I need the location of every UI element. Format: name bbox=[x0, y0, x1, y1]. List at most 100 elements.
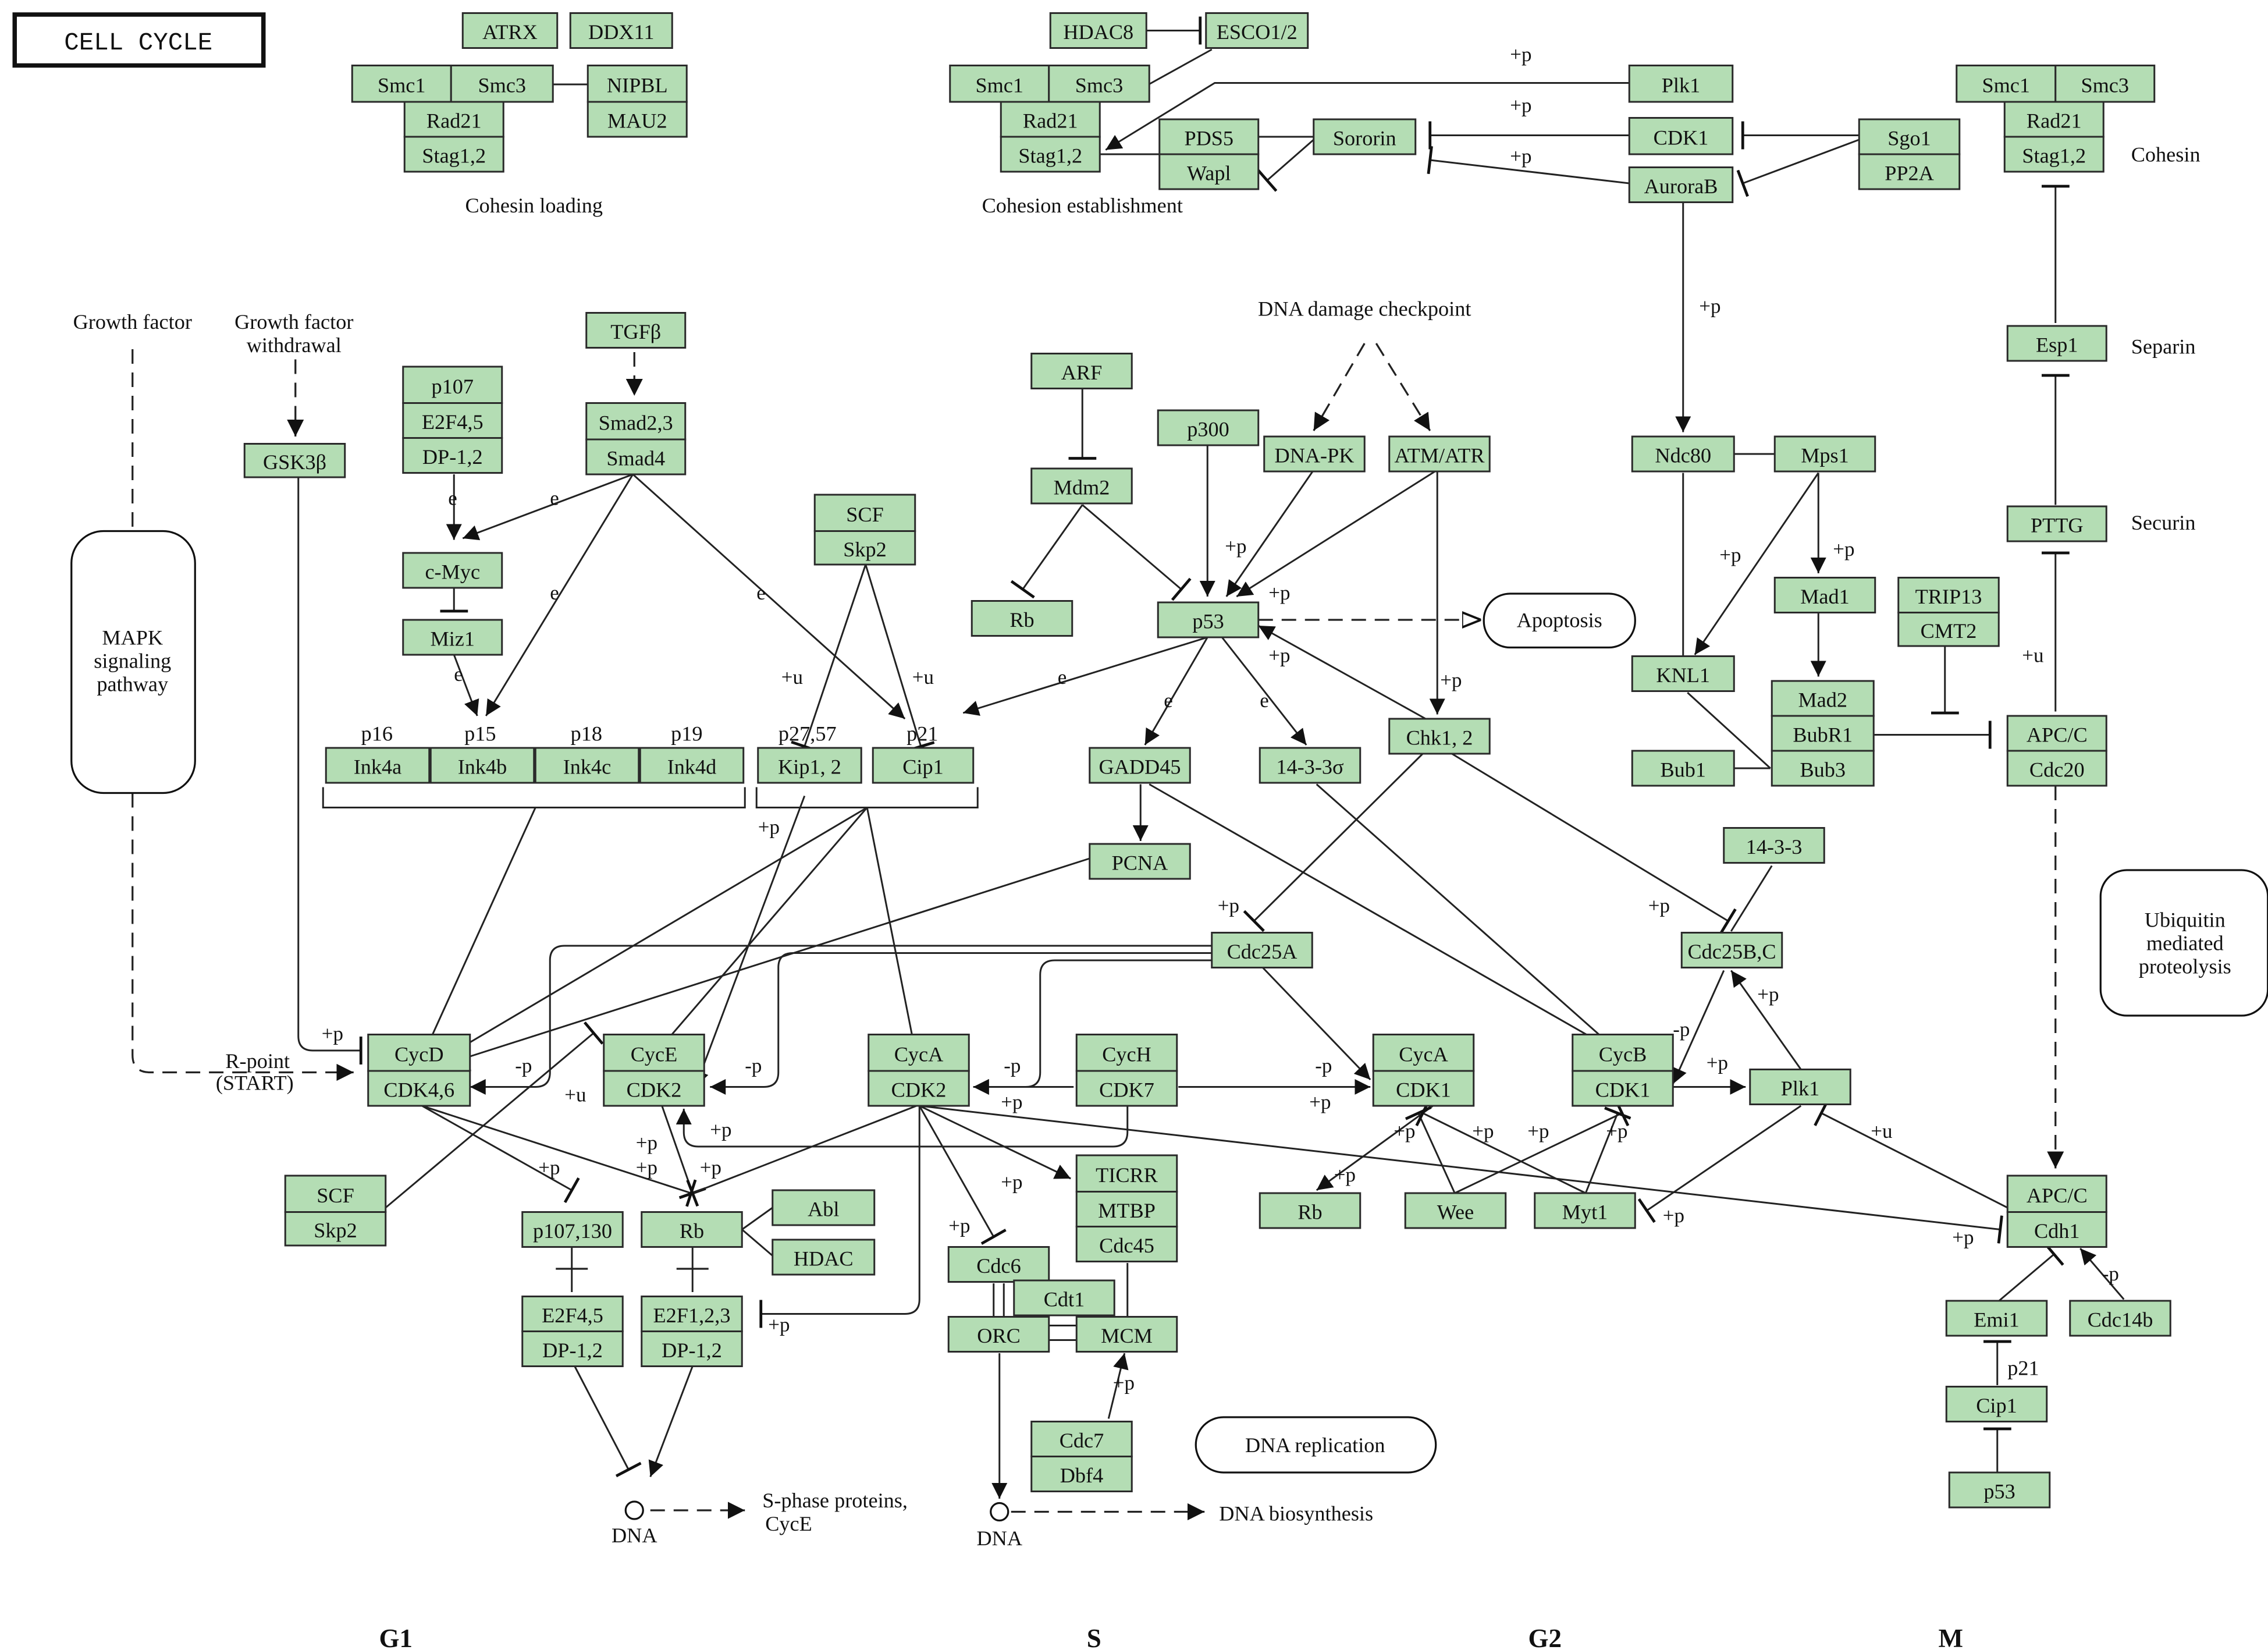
gene-node-mtbp[interactable]: MTBP bbox=[1075, 1191, 1178, 1227]
gene-node-dp12-top[interactable]: DP-1,2 bbox=[402, 437, 503, 474]
gene-node-mau2[interactable]: MAU2 bbox=[586, 101, 688, 138]
gene-node-wapl[interactable]: Wapl bbox=[1158, 153, 1260, 190]
gene-node-e2f45[interactable]: E2F4,5 bbox=[521, 1296, 624, 1332]
gene-node-cdt1[interactable]: Cdt1 bbox=[1013, 1279, 1115, 1317]
gene-node-cdk2-a[interactable]: CDK2 bbox=[868, 1070, 970, 1107]
gene-node-p53-m[interactable]: p53 bbox=[1948, 1471, 2051, 1509]
map-mapk-signaling[interactable]: MAPK signaling pathway bbox=[70, 530, 196, 794]
gene-node-miz1[interactable]: Miz1 bbox=[402, 619, 503, 656]
gene-node-wee[interactable]: Wee bbox=[1404, 1192, 1507, 1229]
gene-node-ink4d[interactable]: Ink4d bbox=[639, 747, 745, 784]
gene-node-pttg[interactable]: PTTG bbox=[2006, 505, 2107, 542]
gene-node-cmt2[interactable]: CMT2 bbox=[1897, 612, 2000, 647]
gene-node-smc3-c[interactable]: Smc3 bbox=[2054, 65, 2156, 103]
gene-node-bubr1[interactable]: BubR1 bbox=[1771, 715, 1875, 752]
gene-node-cyce[interactable]: CycE bbox=[603, 1034, 705, 1072]
dna-compound-g1[interactable] bbox=[624, 1500, 644, 1520]
gene-node-ink4c[interactable]: Ink4c bbox=[534, 747, 640, 784]
gene-node-knl1[interactable]: KNL1 bbox=[1631, 655, 1735, 692]
gene-node-stag-a[interactable]: Stag1,2 bbox=[403, 136, 504, 173]
gene-node-cdc25bc[interactable]: Cdc25B,C bbox=[1680, 932, 1783, 968]
gene-node-skp2-bot[interactable]: Skp2 bbox=[284, 1211, 387, 1247]
gene-node-gsk3b[interactable]: GSK3β bbox=[243, 443, 346, 478]
gene-node-cdc6[interactable]: Cdc6 bbox=[947, 1246, 1050, 1283]
gene-node-abl[interactable]: Abl bbox=[772, 1189, 876, 1226]
gene-node-cdc20[interactable]: Cdc20 bbox=[2006, 750, 2107, 787]
gene-node-dp12-b[interactable]: DP-1,2 bbox=[641, 1330, 743, 1367]
gene-node-smc3-a[interactable]: Smc3 bbox=[450, 65, 554, 103]
gene-node-aurorab[interactable]: AuroraB bbox=[1628, 166, 1734, 203]
gene-node-plk1-m[interactable]: Plk1 bbox=[1749, 1069, 1851, 1105]
gene-node-ticrr[interactable]: TICRR bbox=[1075, 1154, 1178, 1193]
gene-node-cdk7[interactable]: CDK7 bbox=[1075, 1070, 1178, 1107]
gene-node-cyca-g2[interactable]: CycA bbox=[1372, 1034, 1475, 1072]
gene-node-cdc7[interactable]: Cdc7 bbox=[1030, 1421, 1133, 1457]
gene-node-sororin[interactable]: Sororin bbox=[1313, 118, 1417, 155]
gene-node-cycb[interactable]: CycB bbox=[1572, 1034, 1674, 1072]
gene-node-p300[interactable]: p300 bbox=[1157, 409, 1260, 446]
gene-node-cip1[interactable]: Cip1 bbox=[872, 747, 975, 784]
gene-node-skp2-top[interactable]: Skp2 bbox=[813, 530, 916, 566]
gene-node-atmatr[interactable]: ATM/ATR bbox=[1388, 435, 1491, 473]
gene-node-cdk1-top[interactable]: CDK1 bbox=[1628, 117, 1734, 155]
gene-node-smc1-a[interactable]: Smc1 bbox=[351, 65, 452, 103]
gene-node-rb-top[interactable]: Rb bbox=[971, 600, 1073, 637]
gene-node-rad21-a[interactable]: Rad21 bbox=[403, 101, 504, 138]
gene-node-cdk1-a[interactable]: CDK1 bbox=[1372, 1070, 1475, 1107]
gene-node-rad21-c[interactable]: Rad21 bbox=[2003, 101, 2105, 138]
gene-node-ddx11[interactable]: DDX11 bbox=[569, 12, 673, 49]
gene-node-ndc80[interactable]: Ndc80 bbox=[1631, 435, 1735, 473]
gene-node-mad1[interactable]: Mad1 bbox=[1773, 577, 1876, 613]
gene-node-bub1[interactable]: Bub1 bbox=[1631, 750, 1735, 787]
gene-node-chk12[interactable]: Chk1, 2 bbox=[1388, 718, 1491, 755]
gene-node-tgfb[interactable]: TGFβ bbox=[585, 312, 687, 349]
gene-node-sgo1[interactable]: Sgo1 bbox=[1858, 118, 1961, 155]
gene-node-cycd[interactable]: CycD bbox=[367, 1034, 471, 1072]
gene-node-atrx[interactable]: ATRX bbox=[461, 12, 559, 49]
gene-node-mad2[interactable]: Mad2 bbox=[1771, 680, 1875, 717]
gene-node-cych[interactable]: CycH bbox=[1075, 1034, 1178, 1072]
gene-node-cip1-m[interactable]: Cip1 bbox=[1945, 1386, 2048, 1422]
gene-node-cdc14b[interactable]: Cdc14b bbox=[2069, 1300, 2171, 1337]
gene-node-ink4b[interactable]: Ink4b bbox=[429, 747, 535, 784]
gene-node-esp1[interactable]: Esp1 bbox=[2006, 325, 2107, 362]
gene-node-mdm2[interactable]: Mdm2 bbox=[1030, 467, 1133, 505]
gene-node-plk1-top[interactable]: Plk1 bbox=[1628, 65, 1734, 103]
gene-node-dp12-a[interactable]: DP-1,2 bbox=[521, 1330, 624, 1367]
gene-node-s1433sigma[interactable]: 14-3-3σ bbox=[1259, 747, 1361, 784]
gene-node-s1433[interactable]: 14-3-3 bbox=[1723, 827, 1825, 864]
gene-node-p107130[interactable]: p107,130 bbox=[521, 1211, 624, 1248]
gene-node-bub3[interactable]: Bub3 bbox=[1771, 750, 1875, 787]
map-ubiquitin-proteolysis[interactable]: Ubiquitin mediated proteolysis bbox=[2099, 869, 2268, 1017]
gene-node-dnapk[interactable]: DNA-PK bbox=[1263, 435, 1366, 473]
gene-node-trip13[interactable]: TRIP13 bbox=[1897, 577, 2000, 613]
gene-node-p107[interactable]: p107 bbox=[402, 366, 503, 404]
gene-node-rb-g2[interactable]: Rb bbox=[1259, 1192, 1361, 1229]
gene-node-mcm[interactable]: MCM bbox=[1075, 1316, 1178, 1353]
gene-node-mps1[interactable]: Mps1 bbox=[1773, 435, 1876, 473]
gene-node-ink4a[interactable]: Ink4a bbox=[325, 747, 431, 784]
gene-node-kip12[interactable]: Kip1, 2 bbox=[757, 747, 862, 784]
map-dna-replication[interactable]: DNA replication bbox=[1195, 1416, 1437, 1474]
gene-node-cdc25a[interactable]: Cdc25A bbox=[1211, 932, 1313, 968]
gene-node-hdac[interactable]: HDAC bbox=[772, 1239, 876, 1276]
gene-node-stag-b[interactable]: Stag1,2 bbox=[1000, 136, 1101, 173]
gene-node-smc3-b[interactable]: Smc3 bbox=[1048, 65, 1150, 103]
gene-node-smad23[interactable]: Smad2,3 bbox=[585, 402, 687, 441]
gene-node-scf-bot[interactable]: SCF bbox=[284, 1174, 387, 1213]
gene-node-cyca-s[interactable]: CycA bbox=[868, 1034, 970, 1072]
gene-node-cdc45[interactable]: Cdc45 bbox=[1075, 1226, 1178, 1262]
gene-node-smc1-c[interactable]: Smc1 bbox=[1956, 65, 2057, 103]
map-apoptosis[interactable]: Apoptosis bbox=[1483, 592, 1636, 649]
gene-node-dbf4[interactable]: Dbf4 bbox=[1030, 1456, 1133, 1492]
gene-node-p53[interactable]: p53 bbox=[1157, 601, 1260, 638]
gene-node-apcc-a[interactable]: APC/C bbox=[2006, 715, 2107, 752]
gene-node-rad21-b[interactable]: Rad21 bbox=[1000, 101, 1101, 138]
gene-node-cdk46[interactable]: CDK4,6 bbox=[367, 1070, 471, 1107]
gene-node-cdk1-b[interactable]: CDK1 bbox=[1572, 1070, 1674, 1107]
gene-node-pds5[interactable]: PDS5 bbox=[1158, 118, 1260, 155]
gene-node-arf[interactable]: ARF bbox=[1030, 353, 1133, 389]
gene-node-esco[interactable]: ESCO1/2 bbox=[1205, 12, 1309, 49]
gene-node-smc1-b[interactable]: Smc1 bbox=[949, 65, 1050, 103]
gene-node-orc[interactable]: ORC bbox=[947, 1316, 1050, 1353]
